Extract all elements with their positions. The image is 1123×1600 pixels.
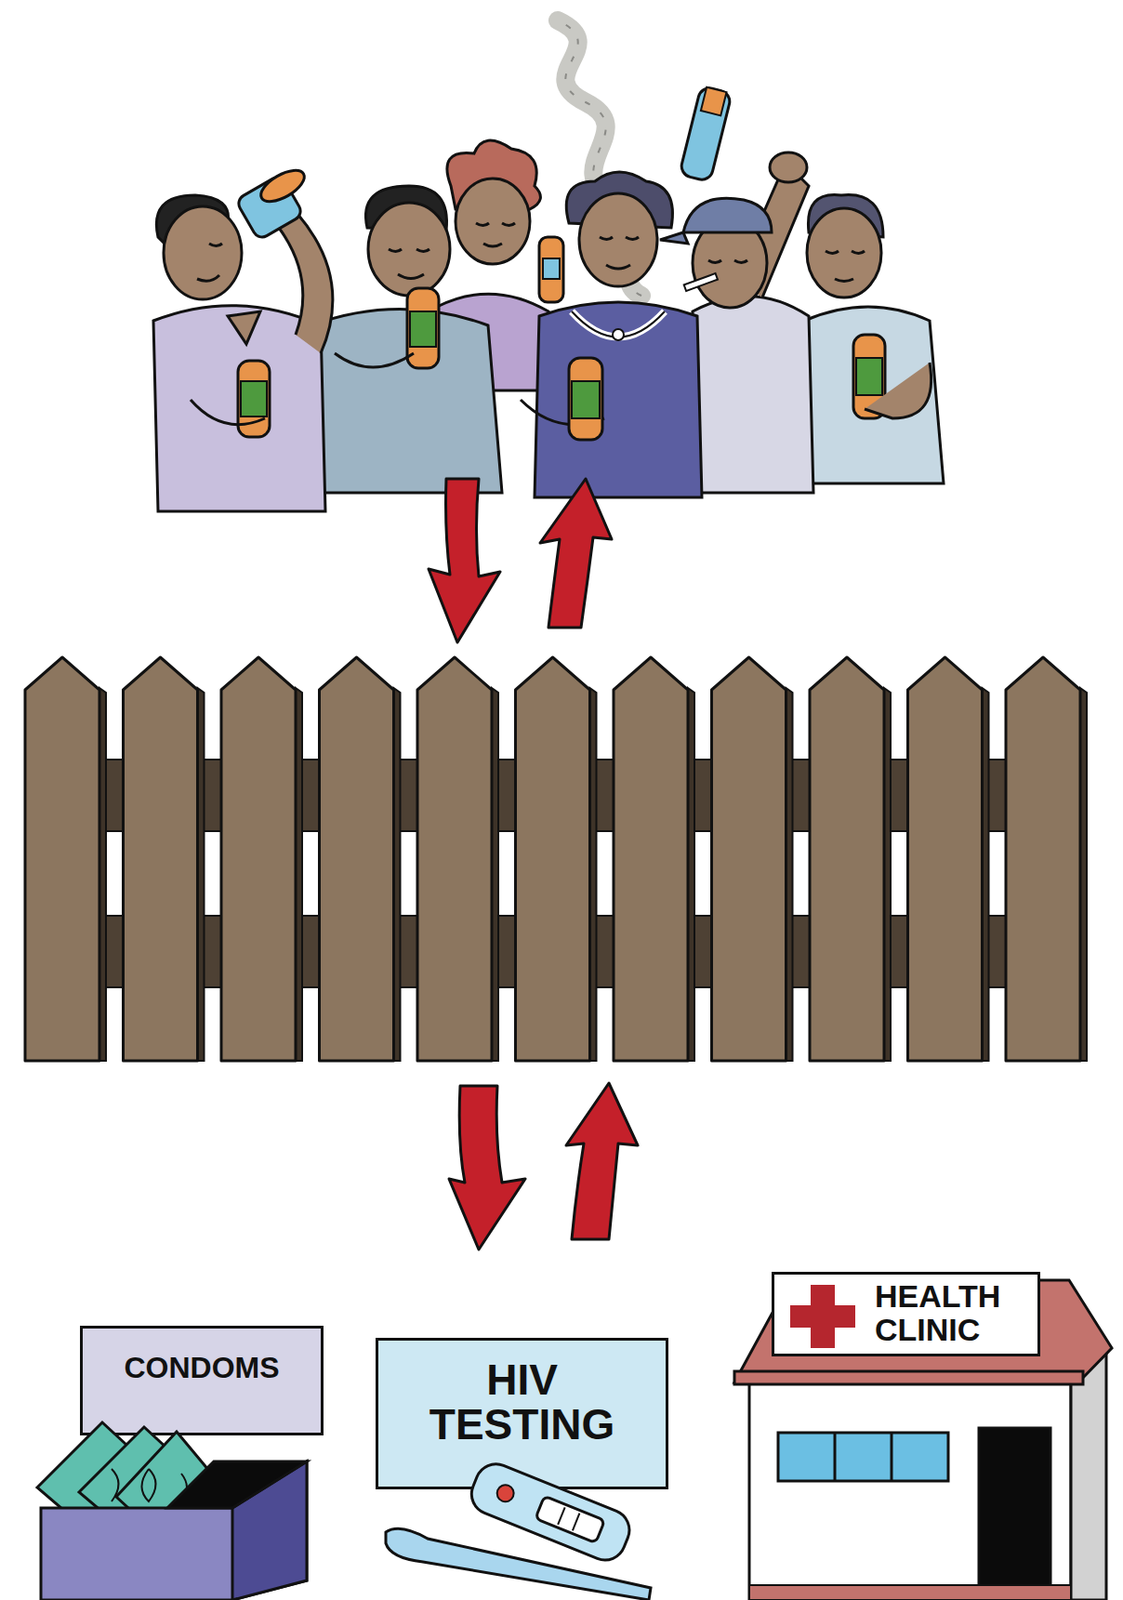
fence-pickets — [25, 657, 1087, 1061]
person-left-part — [163, 206, 242, 300]
person-back-part — [539, 237, 564, 303]
arrows-top-part — [540, 478, 612, 628]
fence-picket — [221, 657, 296, 1061]
hiv-testing-sign: HIV TESTING — [375, 1337, 669, 1490]
hiv-test-kit-part — [465, 1457, 636, 1567]
condoms-sign: CONDOMS — [79, 1325, 324, 1436]
arrows-bottom-part — [449, 1085, 526, 1250]
condom-box — [40, 1461, 307, 1600]
arrows-bottom — [449, 1083, 638, 1250]
person-woman-part — [579, 193, 658, 287]
sign-label: HEALTH CLINIC — [874, 1280, 1031, 1347]
fence-picket — [809, 657, 885, 1061]
arrows-top-part — [428, 478, 501, 643]
fence-picket — [417, 657, 492, 1061]
clinic-building-part — [749, 1382, 1071, 1600]
person-back-part — [542, 258, 560, 279]
condom-packets — [37, 1422, 224, 1548]
clinic-building-part — [778, 1432, 949, 1481]
person-woman-part — [534, 302, 702, 498]
sign-label: CONDOMS — [90, 1352, 314, 1385]
person-cap-part — [692, 296, 814, 493]
clinic-building-part — [1070, 1347, 1107, 1600]
arrows-top — [428, 478, 612, 643]
person-woman-part — [568, 357, 603, 440]
hiv-test-kit-part-part — [572, 1513, 580, 1532]
person-middle-part — [407, 288, 439, 369]
condom-box-part — [167, 1461, 307, 1508]
sign-label: HIV TESTING — [396, 1357, 648, 1448]
condom-packets-part — [116, 1431, 224, 1548]
fence-picket — [25, 657, 100, 1061]
fence-picket — [319, 657, 395, 1061]
hiv-test-kit-part-part — [465, 1457, 636, 1567]
person-middle — [311, 185, 503, 493]
person-middle-part — [368, 202, 450, 296]
person-left-part — [278, 213, 333, 354]
person-right-part — [804, 306, 944, 484]
person-left — [153, 164, 333, 512]
person-cap-part — [660, 232, 688, 244]
clinic-building-part — [833, 1432, 837, 1481]
clinic-building-part — [734, 1371, 1084, 1385]
condom-box-part — [232, 1461, 307, 1600]
person-right-part — [806, 208, 882, 298]
condom-packets-part — [111, 1468, 187, 1502]
hiv-test-kit-part-part — [535, 1495, 606, 1543]
fence-picket — [1005, 657, 1081, 1061]
person-woman-part — [612, 329, 624, 341]
fence-picket — [712, 657, 787, 1061]
hiv-test-kit — [385, 1457, 651, 1600]
fence-picket — [123, 657, 199, 1061]
person-woman — [520, 171, 702, 498]
person-middle-part — [334, 353, 414, 368]
condom-box-part — [40, 1461, 307, 1600]
person-woman-part — [599, 237, 639, 269]
clinic-building-part — [890, 1432, 894, 1481]
person-back-part — [455, 178, 530, 265]
person-left-part — [240, 381, 267, 417]
hiv-test-kit-part — [385, 1528, 651, 1600]
person-cap-part — [683, 198, 772, 233]
person-middle-part — [409, 311, 436, 347]
person-left-part — [197, 243, 223, 281]
person-cap-part — [769, 152, 807, 183]
clinic-building-part — [749, 1585, 1071, 1600]
fence-picket — [908, 657, 983, 1061]
person-left-part — [227, 311, 261, 344]
person-right-part — [856, 357, 883, 396]
condom-packets-part — [79, 1426, 205, 1544]
person-cap-part — [679, 85, 733, 182]
fence-picket — [515, 657, 591, 1061]
condom-packets-part — [37, 1422, 163, 1544]
person-right-part — [825, 251, 865, 282]
person-right-part — [864, 362, 932, 419]
hiv-test-kit-part-part — [494, 1482, 516, 1505]
hiv-test-kit-part-part — [557, 1506, 565, 1525]
person-left-part — [190, 399, 265, 425]
person-woman-part — [571, 381, 600, 419]
person-cap-part — [708, 260, 748, 264]
red-cross-part — [790, 1284, 856, 1348]
person-back-part — [475, 223, 516, 247]
person-cap-part — [684, 273, 718, 291]
person-right — [804, 195, 944, 485]
arrows-bottom-part — [566, 1083, 638, 1240]
fence-picket — [613, 657, 688, 1061]
clinic-sign: HEALTH CLINIC — [771, 1271, 1041, 1357]
red-cross — [790, 1284, 856, 1348]
person-middle-part — [388, 249, 430, 279]
person-left-part — [255, 164, 309, 209]
person-cap-part — [700, 87, 727, 117]
clinic-building-part — [978, 1427, 1051, 1592]
